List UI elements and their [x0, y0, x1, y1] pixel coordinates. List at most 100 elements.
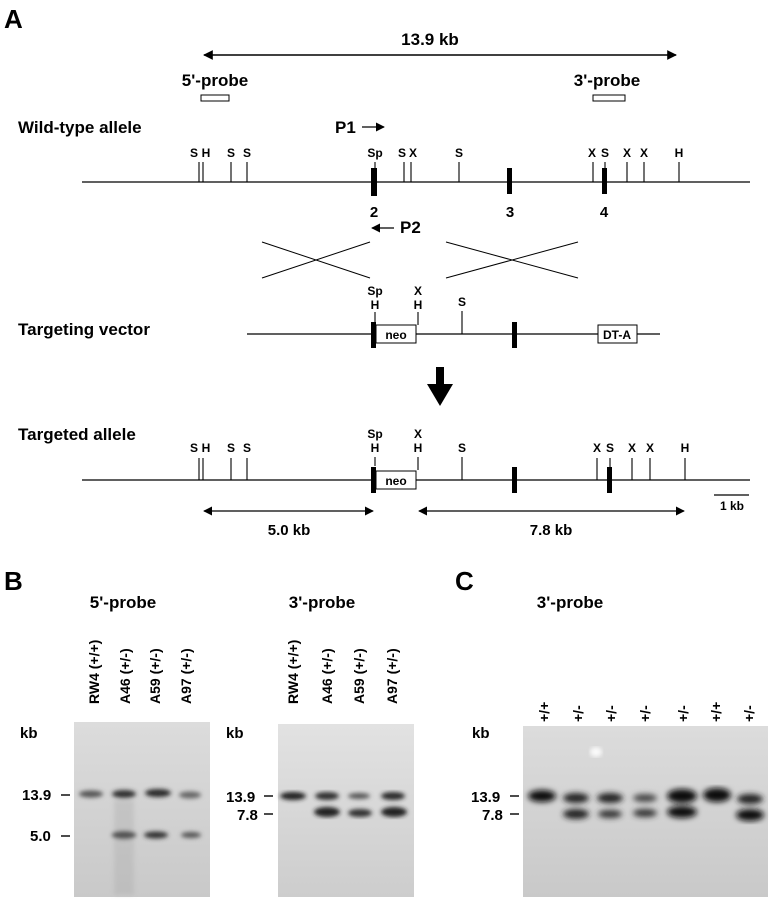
- svg-text:S: S: [227, 146, 235, 160]
- svg-text:H: H: [414, 298, 423, 312]
- recombination-crosses: [261, 241, 579, 279]
- svg-text:H: H: [675, 146, 684, 160]
- svg-text:X: X: [414, 427, 422, 441]
- blot-b2-marker-13-9: 13.9: [226, 789, 255, 806]
- svg-text:+/+: +/+: [536, 702, 552, 722]
- blot-b1-kb: kb: [20, 725, 38, 742]
- tv-restriction-ticks: [374, 311, 463, 334]
- wt-site-labels: S H S S Sp S X S X S X X H: [190, 146, 683, 160]
- svg-text:Sp: Sp: [367, 284, 382, 298]
- exon-2-label: 2: [370, 204, 378, 221]
- blot-b2-bands: [280, 792, 407, 817]
- ta-exon-4: [607, 467, 612, 493]
- primer-p2-label: P2: [400, 218, 421, 237]
- svg-text:A97 (+/-): A97 (+/-): [384, 648, 400, 704]
- tv-dta-box: [597, 324, 638, 344]
- blot-b1-marker-13-9: 13.9: [22, 787, 51, 804]
- ta-exon-3: [512, 467, 517, 493]
- svg-text:S: S: [243, 146, 251, 160]
- svg-text:+/-: +/-: [675, 705, 691, 722]
- svg-text:RW4 (+/+): RW4 (+/+): [285, 640, 301, 704]
- svg-text:H: H: [202, 146, 211, 160]
- svg-text:S: S: [243, 441, 251, 455]
- probe3-box: [592, 94, 626, 102]
- blot-b2-marker-7-8: 7.8: [237, 807, 258, 824]
- svg-text:S: S: [190, 441, 198, 455]
- tv-neo-label: neo: [385, 328, 406, 342]
- wt-exon-4: [602, 168, 607, 194]
- wt-title: Wild-type allele: [18, 118, 142, 137]
- wt-restriction-ticks: [198, 162, 680, 182]
- scale-bar-label: 1 kb: [720, 499, 744, 513]
- blot-b1-marker-5-0: 5.0: [30, 828, 51, 845]
- svg-text:+/+: +/+: [708, 702, 724, 722]
- panel-b-label: B: [4, 566, 23, 596]
- svg-text:A46 (+/-): A46 (+/-): [319, 648, 335, 704]
- svg-text:X: X: [588, 146, 596, 160]
- svg-text:RW4 (+/+): RW4 (+/+): [86, 640, 102, 704]
- wt-exon-3: [507, 168, 512, 194]
- probe5-label: 5'-probe: [182, 71, 248, 90]
- wt-exon-2: [371, 168, 377, 196]
- ta-site-labels: S H S S Sp H X H S X S X X H: [190, 427, 689, 455]
- blot-b1-lane-labels: RW4 (+/+) A46 (+/-) A59 (+/-) A97 (+/-): [86, 640, 194, 704]
- ta-restriction-ticks: [198, 457, 686, 480]
- svg-text:X: X: [409, 146, 417, 160]
- blot-b2-title: 3'-probe: [289, 593, 355, 612]
- svg-text:H: H: [681, 441, 690, 455]
- blot-c-title: 3'-probe: [537, 593, 603, 612]
- svg-text:H: H: [371, 298, 380, 312]
- svg-text:H: H: [202, 441, 211, 455]
- svg-text:S: S: [458, 295, 466, 309]
- blot-b2-kb: kb: [226, 725, 244, 742]
- svg-text:S: S: [190, 146, 198, 160]
- svg-text:A97 (+/-): A97 (+/-): [178, 648, 194, 704]
- tv-dta-label: DT-A: [603, 328, 631, 342]
- blot-c-kb: kb: [472, 725, 490, 742]
- tv-exon-2: [371, 322, 376, 348]
- tv-title: Targeting vector: [18, 320, 150, 339]
- svg-text:X: X: [623, 146, 631, 160]
- svg-text:+/-: +/-: [570, 705, 586, 722]
- tv-site-labels: Sp H X H S: [367, 284, 466, 312]
- blot-c-spot: [590, 747, 602, 757]
- blot-b1-gel: [74, 722, 210, 897]
- svg-text:X: X: [628, 441, 636, 455]
- svg-text:A46 (+/-): A46 (+/-): [117, 648, 133, 704]
- blot-c-lane-labels: +/+ +/- +/- +/- +/- +/+ +/-: [536, 702, 757, 722]
- svg-text:S: S: [601, 146, 609, 160]
- svg-text:+/-: +/-: [741, 705, 757, 722]
- blot-b2-lane-labels: RW4 (+/+) A46 (+/-) A59 (+/-) A97 (+/-): [285, 640, 400, 704]
- tv-exon-3: [512, 322, 517, 348]
- svg-text:+/-: +/-: [603, 705, 619, 722]
- tv-neo-box: [375, 324, 417, 344]
- svg-text:S: S: [455, 146, 463, 160]
- svg-text:S: S: [458, 441, 466, 455]
- svg-text:A59 (+/-): A59 (+/-): [147, 648, 163, 704]
- panel-a-label: A: [4, 4, 23, 34]
- ta-neo-box: [375, 470, 417, 490]
- frag-7-8-label: 7.8 kb: [530, 522, 573, 539]
- svg-text:Sp: Sp: [367, 427, 382, 441]
- svg-text:S: S: [227, 441, 235, 455]
- blot-c-bands: [528, 788, 764, 821]
- frag-5-0-label: 5.0 kb: [268, 522, 311, 539]
- ta-neo-label: neo: [385, 474, 406, 488]
- probe5-box: [200, 94, 230, 102]
- probe3-label: 3'-probe: [574, 71, 640, 90]
- blot-c-marker-13-9: 13.9: [471, 789, 500, 806]
- svg-text:S: S: [606, 441, 614, 455]
- exon-3-label: 3: [506, 204, 514, 221]
- blot-c-marker-7-8: 7.8: [482, 807, 503, 824]
- svg-text:+/-: +/-: [637, 705, 653, 722]
- svg-text:S: S: [398, 146, 406, 160]
- blot-b1-title: 5'-probe: [90, 593, 156, 612]
- span-13-9-label: 13.9 kb: [401, 30, 459, 49]
- svg-text:X: X: [646, 441, 654, 455]
- primer-p1-label: P1: [335, 118, 356, 137]
- svg-text:A59 (+/-): A59 (+/-): [351, 648, 367, 704]
- svg-text:X: X: [640, 146, 648, 160]
- down-arrow-shaft: [436, 367, 444, 385]
- down-arrow-icon: [427, 384, 453, 406]
